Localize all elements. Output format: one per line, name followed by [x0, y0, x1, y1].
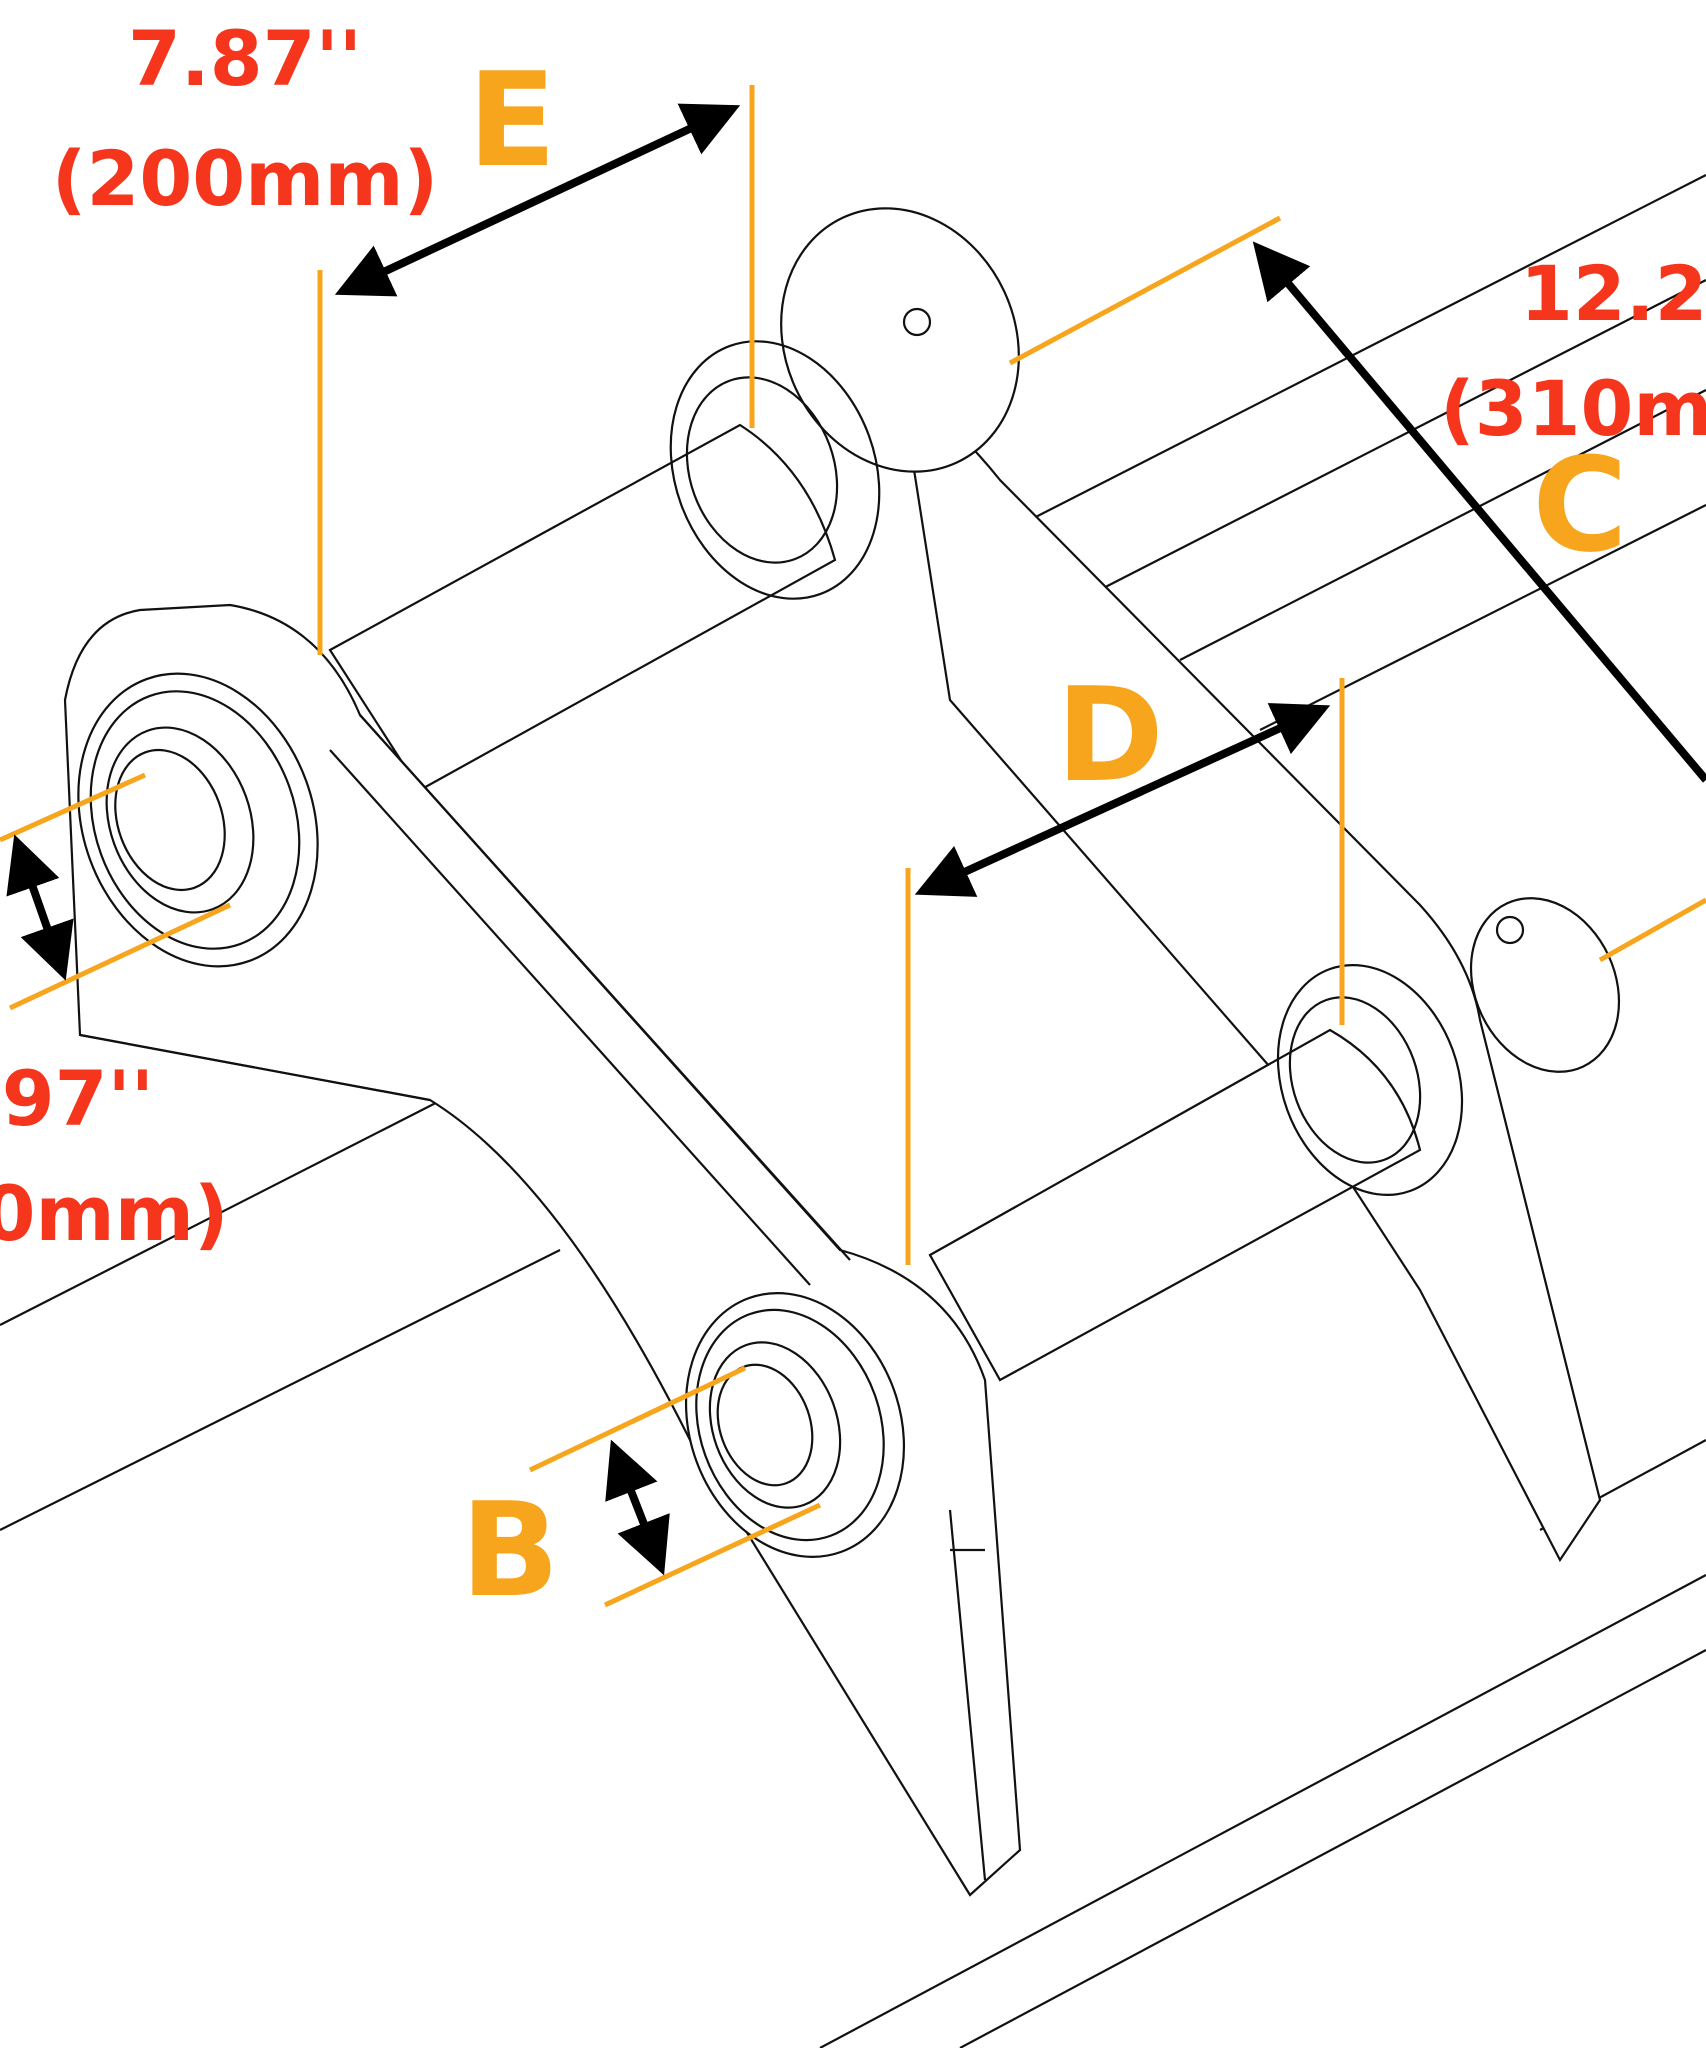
lower-front-boss [684, 1292, 906, 1558]
upper-front-boss [77, 672, 319, 968]
dimension-e-inch-label: 7.87'' [128, 14, 362, 103]
dimension-d-arrow [914, 703, 1331, 897]
dimension-e-mm-label: (200mm) [52, 134, 439, 223]
dimension-e-arrow [334, 103, 741, 297]
rear-side-plate [780, 207, 1621, 1563]
dimension-c-mm-label: (310mm) [1440, 364, 1706, 453]
lower-cross-pin [928, 1028, 1422, 1382]
front-side-plate [63, 603, 1022, 1897]
dimension-c-arrow [1252, 241, 1706, 783]
upper-rear-boss [669, 340, 881, 600]
dimension-e-letter: E [468, 44, 557, 196]
dimension-b-letter: B [460, 1474, 559, 1626]
lower-rear-boss [1276, 964, 1464, 1196]
dimension-a-arrow [6, 834, 74, 981]
dimension-c-letter: C [1532, 429, 1627, 581]
dimension-c-inch-label: 12.2'' [1520, 249, 1706, 338]
dimension-b-arrow [605, 1439, 670, 1576]
dimension-d-letter: D [1056, 659, 1164, 811]
dimension-labels: 7.87'' (200mm) E 12.2'' (310mm) C D 1.97… [0, 14, 1706, 1626]
bucket-body-lines [0, 174, 1706, 2048]
upper-cross-pin [328, 423, 837, 792]
dimension-a-inch-label: 1.97'' [0, 1054, 154, 1143]
dimension-a-mm-label: (50mm) [0, 1169, 229, 1258]
extension-lines [0, 85, 1706, 1608]
dimension-arrows [6, 103, 1706, 1576]
